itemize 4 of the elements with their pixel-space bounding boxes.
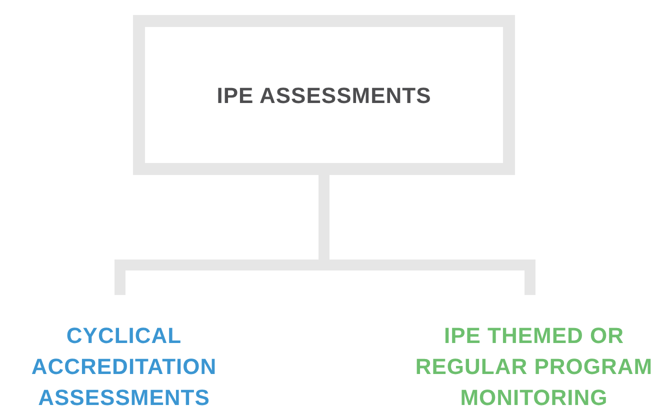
node-label: IPE ASSESSMENTS (216, 82, 432, 110)
node-label: CYCLICAL ACCREDITATION ASSESSMENTS (30, 322, 218, 406)
node-label: IPE THEMED OR REGULAR PROGRAM MONITORING (414, 322, 654, 406)
title-box (133, 15, 515, 175)
